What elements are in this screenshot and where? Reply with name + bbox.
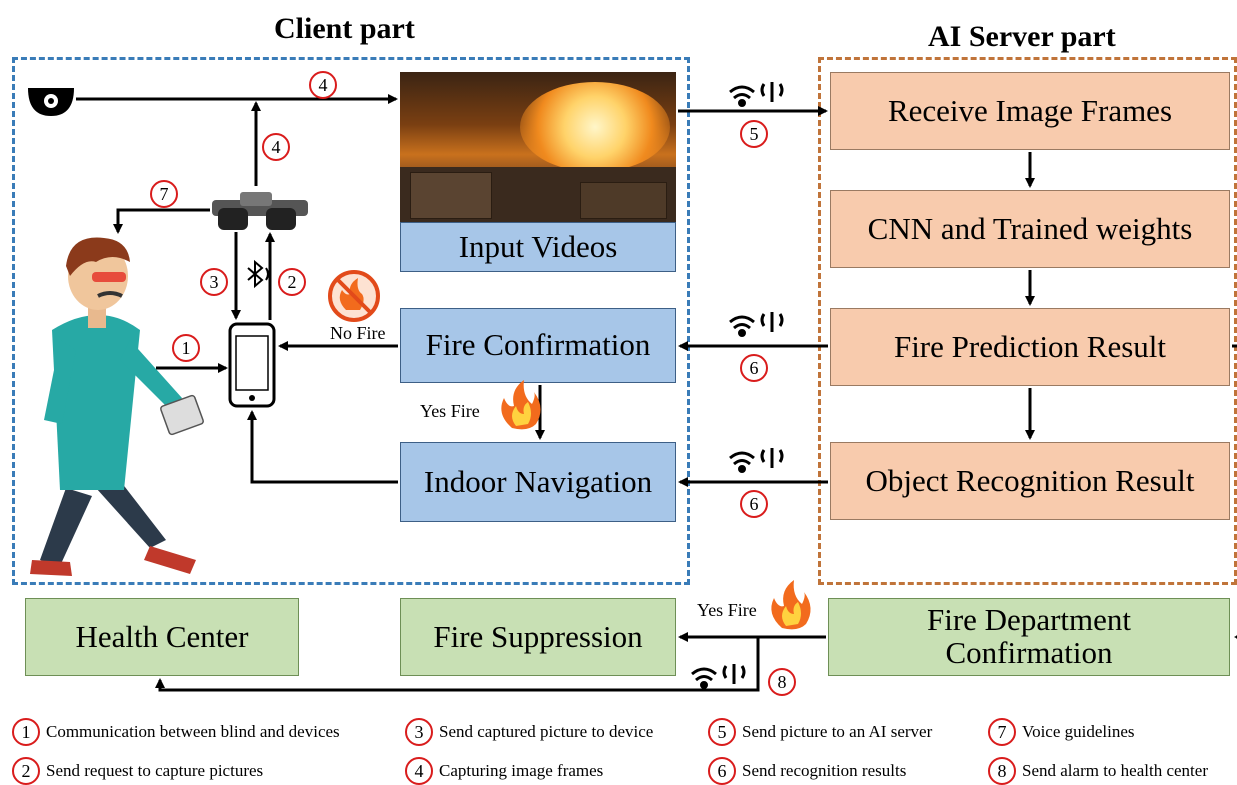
legend-text: Send picture to an AI server <box>742 722 933 741</box>
server-part-group <box>818 57 1237 585</box>
fire-confirmation-box: Fire Confirmation <box>400 308 676 383</box>
kitchen-cabinet <box>410 172 492 219</box>
legend-badge: 5 <box>708 718 736 746</box>
step-badge: 8 <box>768 668 796 696</box>
step-badge: 4 <box>262 133 290 161</box>
legend-text: Send request to capture pictures <box>46 761 264 780</box>
yes-fire-label: Yes Fire <box>420 401 480 421</box>
fire-department-confirmation-box: Fire Department Confirmation <box>828 598 1230 676</box>
step-badge: 4 <box>309 71 337 99</box>
step-badge: 1 <box>172 334 200 362</box>
legend-text: Communication between blind and devices <box>46 722 340 741</box>
legend-item: 7 Voice guidelines <box>988 718 1135 746</box>
server-part-title: AI Server part <box>928 20 1116 53</box>
object-recognition-result-box: Object Recognition Result <box>830 442 1230 520</box>
legend-text: Capturing image frames <box>439 761 604 780</box>
cnn-trained-weights-box: CNN and Trained weights <box>830 190 1230 268</box>
kitchen-cabinet <box>580 182 667 219</box>
step-badge: 6 <box>740 490 768 518</box>
wifi-icon <box>729 82 784 107</box>
input-videos-box: Input Videos <box>400 222 676 272</box>
fire-flames <box>520 82 670 172</box>
legend-badge: 1 <box>12 718 40 746</box>
wifi-icon <box>691 664 746 689</box>
smartphone-icon <box>228 322 276 408</box>
health-center-box: Health Center <box>25 598 299 676</box>
legend-item: 5 Send picture to an AI server <box>708 718 932 746</box>
wifi-icon <box>729 448 784 473</box>
legend-item: 3 Send captured picture to device <box>405 718 653 746</box>
input-video-frame <box>400 72 676 222</box>
legend-text: Send captured picture to device <box>439 722 654 741</box>
client-part-group <box>12 57 690 585</box>
legend-text: Send recognition results <box>742 761 907 780</box>
yes-fire-label-2: Yes Fire <box>697 600 757 620</box>
legend-item: 4 Capturing image frames <box>405 757 603 785</box>
fire-prediction-result-box: Fire Prediction Result <box>830 308 1230 386</box>
indoor-navigation-box: Indoor Navigation <box>400 442 676 522</box>
legend-badge: 4 <box>405 757 433 785</box>
legend-badge: 2 <box>12 757 40 785</box>
legend-badge: 7 <box>988 718 1016 746</box>
voice-guideline-arrow <box>113 208 210 234</box>
step-badge: 6 <box>740 354 768 382</box>
fire-icon <box>771 580 811 630</box>
fire-suppression-box: Fire Suppression <box>400 598 676 676</box>
legend-item: 2 Send request to capture pictures <box>12 757 263 785</box>
no-fire-icon <box>328 270 380 322</box>
legend-item: 8 Send alarm to health center <box>988 757 1208 785</box>
alarm-to-health-arrow <box>155 637 760 692</box>
smart-glasses-icon <box>212 192 308 230</box>
no-fire-label: No Fire <box>330 323 386 343</box>
wifi-icon <box>729 312 784 337</box>
step-badge: 3 <box>200 268 228 296</box>
bluetooth-icon <box>247 259 269 289</box>
legend-text: Send alarm to health center <box>1022 761 1208 780</box>
step-badge: 2 <box>278 268 306 296</box>
legend-badge: 3 <box>405 718 433 746</box>
fire-icon <box>501 380 541 430</box>
legend-badge: 6 <box>708 757 736 785</box>
navigation-arrow <box>247 410 398 484</box>
legend-item: 6 Send recognition results <box>708 757 906 785</box>
walking-person-illustration <box>30 237 204 576</box>
camera-icon <box>28 88 74 116</box>
step-badge: 5 <box>740 120 768 148</box>
legend-item: 1 Communication between blind and device… <box>12 718 340 746</box>
legend-text: Voice guidelines <box>1022 722 1135 741</box>
step-badge: 7 <box>150 180 178 208</box>
receive-image-frames-box: Receive Image Frames <box>830 72 1230 150</box>
legend-badge: 8 <box>988 757 1016 785</box>
client-part-title: Client part <box>274 12 415 45</box>
